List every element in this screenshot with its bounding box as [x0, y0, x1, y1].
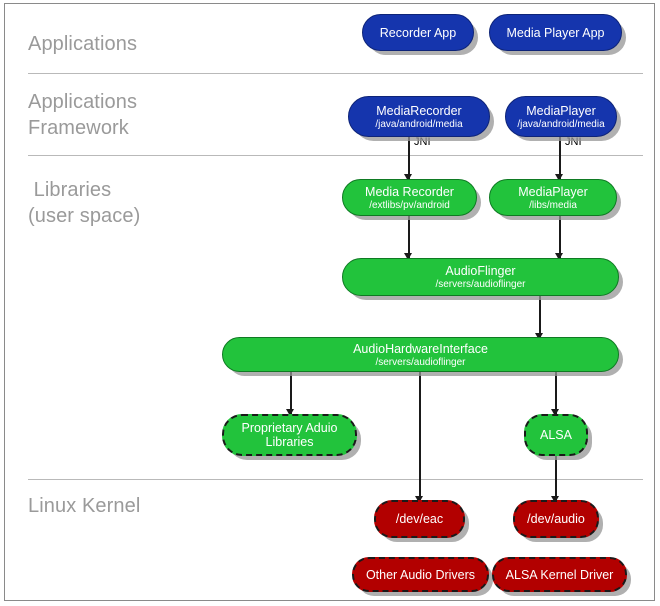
- layer-label-linux-kernel: Linux Kernel: [28, 495, 141, 517]
- node-dev-eac[interactable]: /dev/eac: [374, 500, 465, 538]
- layer-divider-applications: [28, 73, 643, 74]
- arrowhead-mediarecorderlib-to-audioflinger: [404, 253, 412, 260]
- node-mediaplayer-library[interactable]: MediaPlayer /libs/media: [489, 179, 617, 216]
- node-mediarecorder-framework-path: /java/android/media: [375, 118, 463, 130]
- connector-mediaplayer-to-lib: [559, 137, 561, 179]
- node-alsa-title: ALSA: [540, 428, 572, 442]
- node-recorder-app-title: Recorder App: [379, 25, 457, 40]
- node-media-recorder-library-title: Media Recorder: [365, 184, 454, 199]
- node-audiohardwareinterface-path: /servers/audioflinger: [375, 356, 466, 368]
- node-mediaplayer-library-path: /libs/media: [529, 199, 577, 211]
- node-mediaplayer-library-title: MediaPlayer: [518, 184, 588, 199]
- arrowhead-mediarecorder-to-lib: [404, 174, 412, 181]
- node-media-player-app[interactable]: Media Player App: [489, 14, 622, 51]
- arrowhead-mediaplayerlib-to-audioflinger: [555, 253, 563, 260]
- arrowhead-ahi-to-dev-eac: [415, 496, 423, 503]
- node-media-player-app-title: Media Player App: [506, 25, 605, 40]
- arrowhead-mediaplayer-to-lib: [555, 174, 563, 181]
- arrowhead-alsa-to-dev-audio: [551, 496, 559, 503]
- node-dev-audio-title: /dev/audio: [527, 512, 585, 526]
- node-alsa-kernel-driver[interactable]: ALSA Kernel Driver: [492, 557, 627, 592]
- arrowhead-ahi-to-alsa: [551, 409, 559, 416]
- connector-label-jni-left: JNI: [414, 136, 431, 148]
- connector-alsa-to-dev-audio: [555, 455, 557, 500]
- node-other-audio-drivers-title: Other Audio Drivers: [365, 567, 476, 582]
- layer-label-applications-framework: Applications Framework: [28, 91, 138, 139]
- node-audiohardwareinterface-title: AudioHardwareInterface: [353, 341, 488, 356]
- connector-label-jni-right: JNI: [565, 136, 582, 148]
- node-media-recorder-library[interactable]: Media Recorder /extlibs/pv/android: [342, 179, 477, 216]
- node-recorder-app[interactable]: Recorder App: [362, 14, 474, 51]
- node-mediaplayer-framework-title: MediaPlayer: [526, 103, 596, 118]
- node-media-recorder-library-path: /extlibs/pv/android: [369, 199, 450, 211]
- connector-mediarecorderlib-to-audioflinger: [408, 216, 410, 258]
- node-other-audio-drivers[interactable]: Other Audio Drivers: [352, 557, 489, 592]
- node-audioflinger-path: /servers/audioflinger: [435, 279, 526, 290]
- node-mediaplayer-framework-path: /java/android/media: [517, 118, 605, 130]
- node-alsa-kernel-driver-title: ALSA Kernel Driver: [505, 567, 614, 582]
- connector-ahi-to-dev-eac: [419, 372, 421, 500]
- connector-mediarecorder-to-lib: [408, 137, 410, 179]
- node-mediarecorder-framework-title: MediaRecorder: [376, 103, 462, 118]
- node-dev-audio[interactable]: /dev/audio: [513, 500, 599, 538]
- layer-label-applications: Applications: [28, 33, 138, 55]
- layer-divider-framework: [28, 155, 643, 156]
- node-audioflinger[interactable]: AudioFlinger /servers/audioflinger: [342, 258, 619, 296]
- node-proprietary-audio-libraries-title: Proprietary Aduio Libraries: [241, 421, 338, 449]
- layer-label-libraries: Libraries (user space): [28, 179, 141, 227]
- node-alsa[interactable]: ALSA: [524, 414, 588, 456]
- connector-mediaplayerlib-to-audioflinger: [559, 216, 561, 258]
- node-audioflinger-title: AudioFlinger: [445, 264, 516, 278]
- arrowhead-ahi-to-proprietary: [286, 409, 294, 416]
- connector-ahi-to-proprietary: [290, 372, 292, 414]
- node-dev-eac-title: /dev/eac: [395, 512, 444, 526]
- node-audiohardwareinterface[interactable]: AudioHardwareInterface /servers/audiofli…: [222, 337, 619, 372]
- connector-ahi-to-alsa: [555, 372, 557, 414]
- node-mediaplayer-framework[interactable]: MediaPlayer /java/android/media: [505, 96, 617, 137]
- layer-divider-kernel: [28, 479, 643, 480]
- node-proprietary-audio-libraries[interactable]: Proprietary Aduio Libraries: [222, 414, 357, 456]
- connector-audioflinger-to-ahi: [539, 296, 541, 338]
- node-mediarecorder-framework[interactable]: MediaRecorder /java/android/media: [348, 96, 490, 137]
